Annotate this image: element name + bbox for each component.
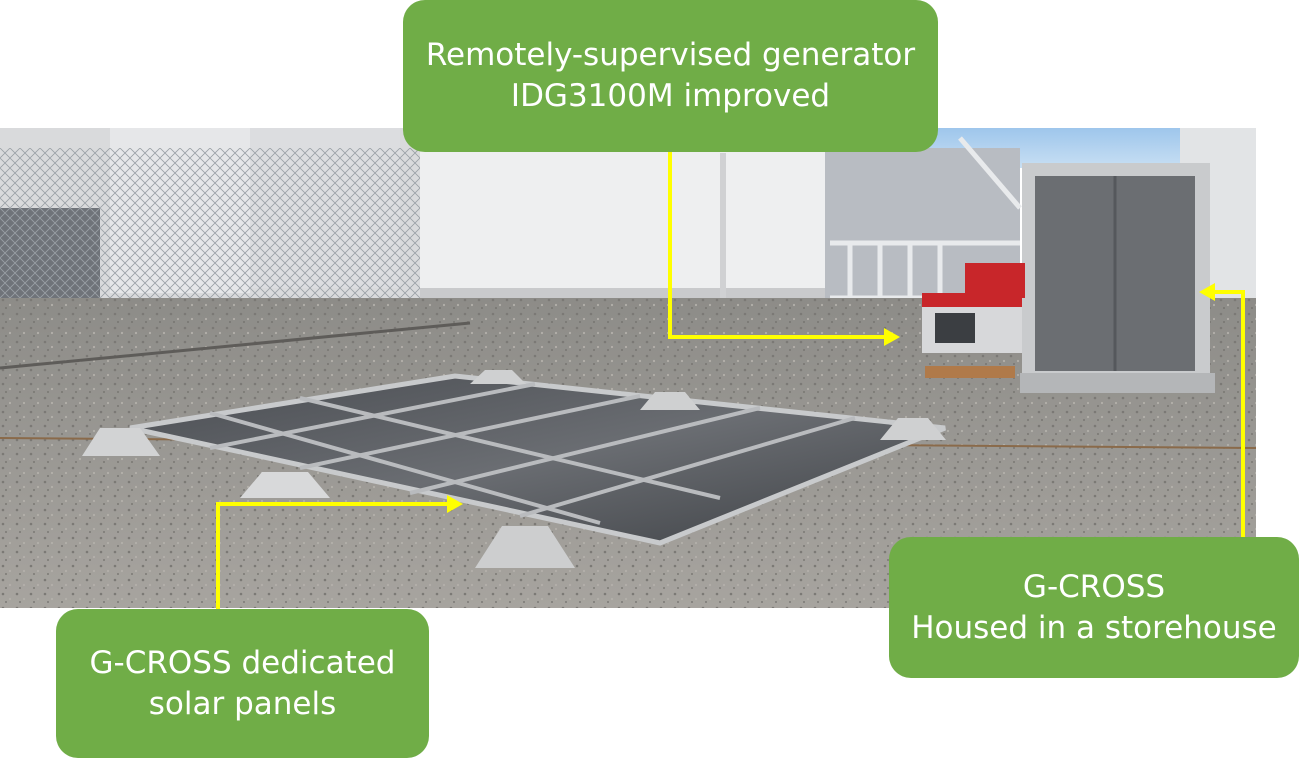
rooftop-photo bbox=[0, 128, 1256, 608]
callout-generator: Remotely-supervised generator IDG3100M i… bbox=[403, 0, 938, 152]
callout-solar-panels-line2: solar panels bbox=[148, 685, 337, 722]
callout-generator-line2: IDG3100M improved bbox=[510, 78, 831, 114]
callout-generator-line1: Remotely-supervised generator bbox=[425, 37, 916, 73]
callout-storehouse: G-CROSS Housed in a storehouse bbox=[889, 537, 1299, 678]
callout-storehouse-line1: G-CROSS bbox=[1022, 568, 1166, 605]
callout-solar-panels-line1: G-CROSS dedicated bbox=[89, 644, 396, 681]
callout-storehouse-line2: Housed in a storehouse bbox=[911, 609, 1277, 646]
callout-solar-panels: G-CROSS dedicated solar panels bbox=[56, 609, 429, 758]
